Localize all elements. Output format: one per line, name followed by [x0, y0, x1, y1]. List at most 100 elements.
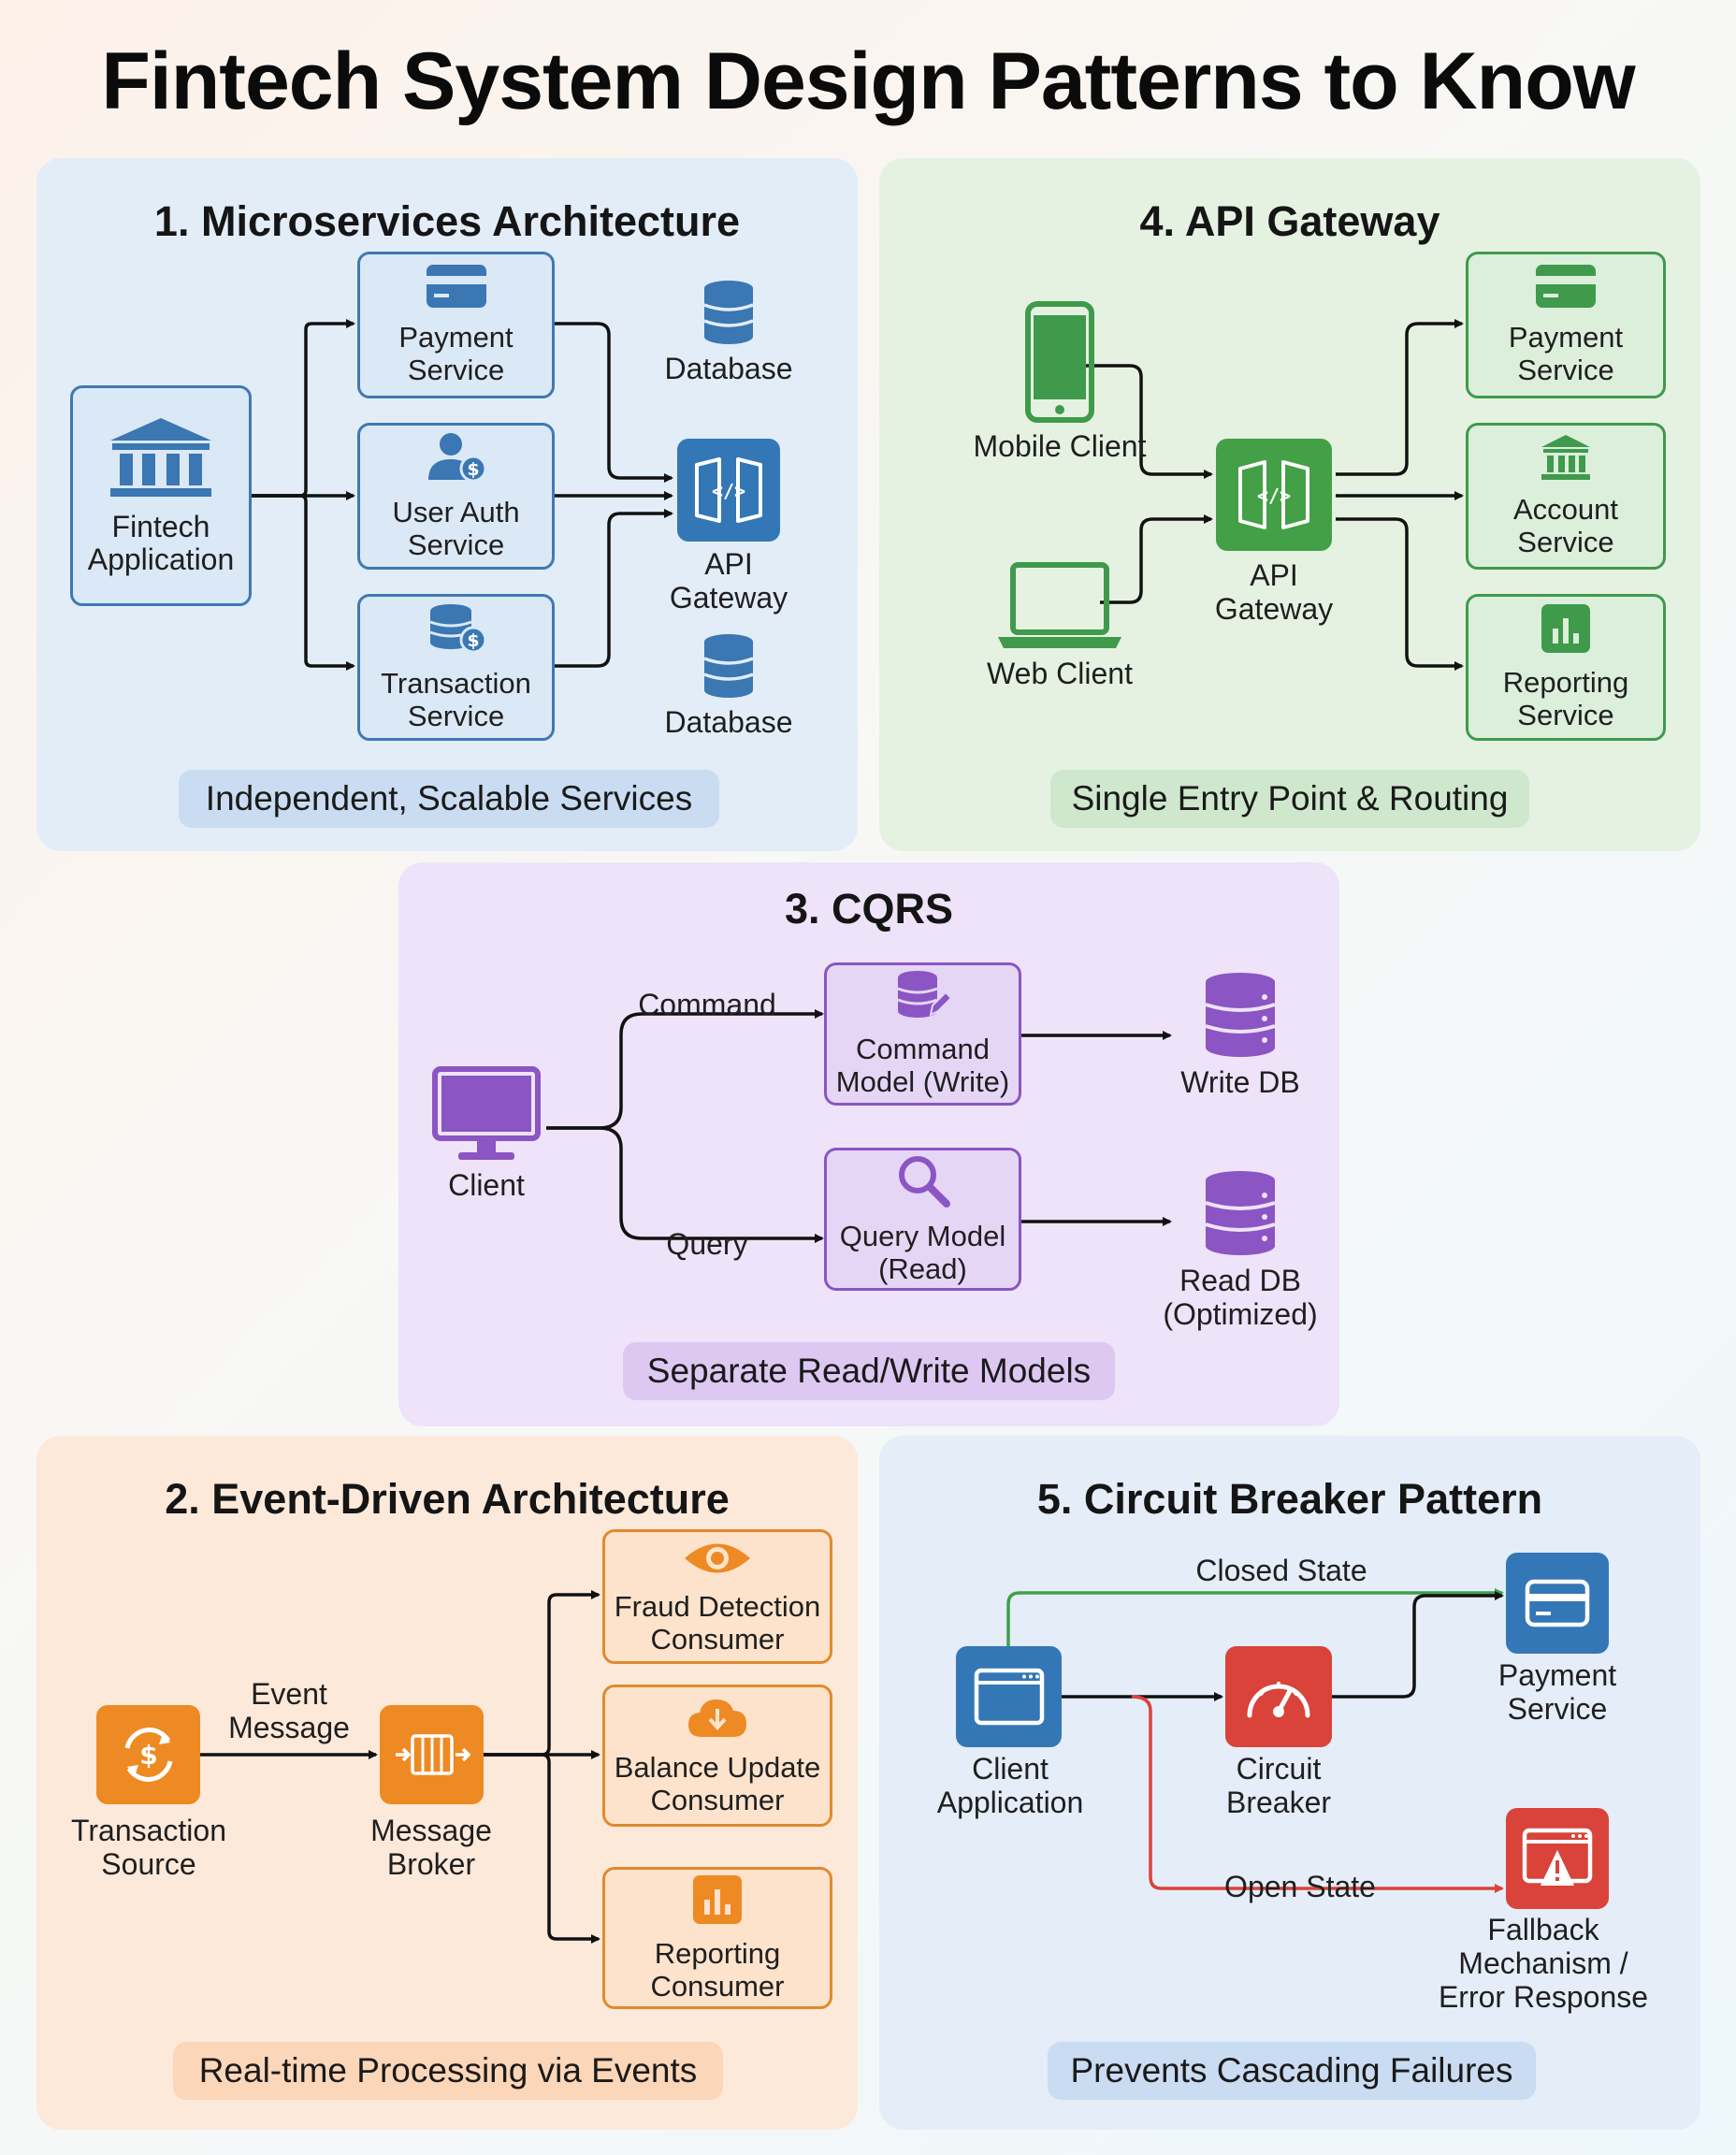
bank-icon — [107, 416, 215, 505]
read-db-label: Read DB (Optimized) — [1163, 1264, 1318, 1331]
cqrs-client[interactable]: Client — [412, 1066, 561, 1202]
cqrs-connectors — [546, 1009, 1172, 1243]
account-service-label: Account Service — [1512, 493, 1618, 558]
reporting-service-box[interactable]: Reporting Service — [1466, 594, 1666, 741]
credit-card-icon[interactable] — [1506, 1553, 1609, 1654]
microservices-title: 1. Microservices Architecture — [153, 197, 741, 245]
warning-window-icon[interactable] — [1506, 1808, 1609, 1909]
user-dollar-icon: $ — [427, 431, 486, 490]
reporting-service-label: Reporting Service — [1502, 666, 1629, 731]
page-title: Fintech System Design Patterns to Know — [101, 36, 1635, 126]
reporting-consumer-box[interactable]: Reporting Consumer — [602, 1867, 832, 2009]
query-model-box[interactable]: Query Model (Read) — [824, 1148, 1021, 1291]
circuit-breaker-connectors — [1006, 1588, 1504, 1893]
transaction-service-label: Transaction Service — [381, 667, 531, 732]
query-label: Query — [666, 1227, 748, 1261]
api-gateway-panel: 4. API Gateway Mobile Client Web Client … — [879, 158, 1700, 851]
write-db-label: Write DB — [1180, 1065, 1300, 1099]
mobile-phone-icon — [1025, 301, 1094, 429]
user-auth-service-box[interactable]: $ User Auth Service — [357, 423, 555, 570]
fraud-detection-box[interactable]: Fraud Detection Consumer — [602, 1529, 832, 1664]
svg-text:$: $ — [139, 1740, 157, 1771]
api-gateway-icon[interactable]: </> — [677, 439, 780, 542]
api-gateway-center-icon[interactable]: </> — [1216, 439, 1332, 551]
svg-text:$: $ — [467, 459, 479, 480]
message-broker-label: Message Broker — [370, 1814, 492, 1881]
credit-card-icon — [426, 264, 487, 315]
fintech-application-label: Fintech Application — [87, 509, 235, 576]
transaction-service-box[interactable]: $ Transaction Service — [357, 594, 555, 741]
message-broker-icon[interactable] — [380, 1705, 484, 1804]
client-application-label: Client Application — [936, 1752, 1084, 1819]
circuit-breaker-label: Circuit Breaker — [1225, 1752, 1332, 1819]
circuit-breaker-title: 5. Circuit Breaker Pattern — [1036, 1475, 1543, 1523]
closed-state-label: Closed State — [1195, 1554, 1367, 1587]
event-message-label: Event Message — [228, 1677, 350, 1744]
payment-service-label: Payment Service — [1497, 1658, 1617, 1726]
event-driven-connectors — [200, 1590, 600, 1944]
mobile-client[interactable]: Mobile Client — [963, 301, 1156, 463]
api-gateway-caption: Single Entry Point & Routing — [1050, 770, 1529, 828]
balance-update-label: Balance Update Consumer — [614, 1750, 821, 1816]
payment-service-box[interactable]: Payment Service — [357, 252, 555, 398]
mobile-client-label: Mobile Client — [973, 429, 1147, 463]
command-model-box[interactable]: Command Model (Write) — [824, 962, 1021, 1106]
command-label: Command — [638, 988, 776, 1021]
api-gateway-title: 4. API Gateway — [1139, 197, 1440, 245]
database-dollar-icon: $ — [427, 602, 486, 661]
microservices-connectors — [252, 319, 673, 671]
write-db: Write DB — [1147, 971, 1334, 1099]
credit-card-icon — [1535, 264, 1597, 315]
laptop-icon — [996, 562, 1123, 657]
database-icon — [1203, 973, 1278, 1065]
web-client-label: Web Client — [987, 657, 1133, 690]
payment-service-label: Payment Service — [398, 321, 514, 386]
bar-chart-icon — [1541, 603, 1591, 660]
eye-icon — [683, 1539, 752, 1584]
database-icon — [1203, 1171, 1278, 1264]
database-top-label: Database — [664, 352, 793, 385]
query-model-label: Query Model (Read) — [839, 1220, 1006, 1285]
circuit-breaker-caption: Prevents Cascading Failures — [1048, 2042, 1536, 2100]
web-client[interactable]: Web Client — [935, 562, 1184, 690]
database-bottom-label: Database — [664, 705, 793, 739]
cqrs-client-label: Client — [448, 1168, 525, 1202]
database-icon — [702, 281, 755, 352]
database-top: Database — [616, 280, 841, 385]
client-application-icon[interactable] — [956, 1646, 1062, 1747]
bar-chart-icon — [692, 1874, 743, 1931]
payment-service-box[interactable]: Payment Service — [1466, 252, 1666, 398]
bank-icon — [1540, 434, 1592, 487]
monitor-icon — [432, 1066, 541, 1168]
reporting-consumer-label: Reporting Consumer — [650, 1936, 785, 2003]
database-bottom: Database — [616, 633, 841, 739]
fintech-application-box[interactable]: Fintech Application — [70, 385, 252, 606]
balance-update-box[interactable]: Balance Update Consumer — [602, 1685, 832, 1827]
event-driven-panel: 2. Event-Driven Architecture $ Transacti… — [36, 1436, 858, 2130]
read-db: Read DB (Optimized) — [1137, 1169, 1339, 1331]
user-auth-service-label: User Auth Service — [392, 496, 520, 561]
svg-text:</>: </> — [1257, 485, 1291, 507]
open-state-label: Open State — [1224, 1870, 1376, 1903]
svg-text:</>: </> — [712, 480, 745, 502]
fallback-label: Fallback Mechanism / Error Response — [1438, 1913, 1649, 2014]
database-icon — [702, 634, 755, 705]
transaction-source-label: Transaction Source — [71, 1814, 226, 1881]
cqrs-panel: 3. CQRS Client Command Query Command Mod… — [398, 862, 1339, 1426]
payment-service-label: Payment Service — [1508, 321, 1624, 386]
cloud-download-icon — [687, 1696, 748, 1745]
gauge-icon[interactable] — [1225, 1646, 1332, 1747]
account-service-box[interactable]: Account Service — [1466, 423, 1666, 570]
dollar-sync-icon[interactable]: $ — [96, 1705, 200, 1804]
command-model-label: Command Model (Write) — [835, 1033, 1010, 1098]
api-gateway-center-label: API Gateway — [1214, 558, 1334, 626]
cqrs-caption: Separate Read/Write Models — [623, 1342, 1115, 1400]
cqrs-title: 3. CQRS — [784, 885, 954, 933]
svg-text:$: $ — [467, 630, 479, 651]
circuit-breaker-panel: 5. Circuit Breaker Pattern Closed State … — [879, 1436, 1700, 2130]
event-driven-title: 2. Event-Driven Architecture — [165, 1475, 730, 1523]
api-gateway-connectors — [1042, 319, 1464, 671]
event-driven-caption: Real-time Processing via Events — [173, 2042, 723, 2100]
search-icon — [896, 1153, 950, 1214]
microservices-panel: 1. Microservices Architecture Fintech Ap… — [36, 158, 858, 851]
